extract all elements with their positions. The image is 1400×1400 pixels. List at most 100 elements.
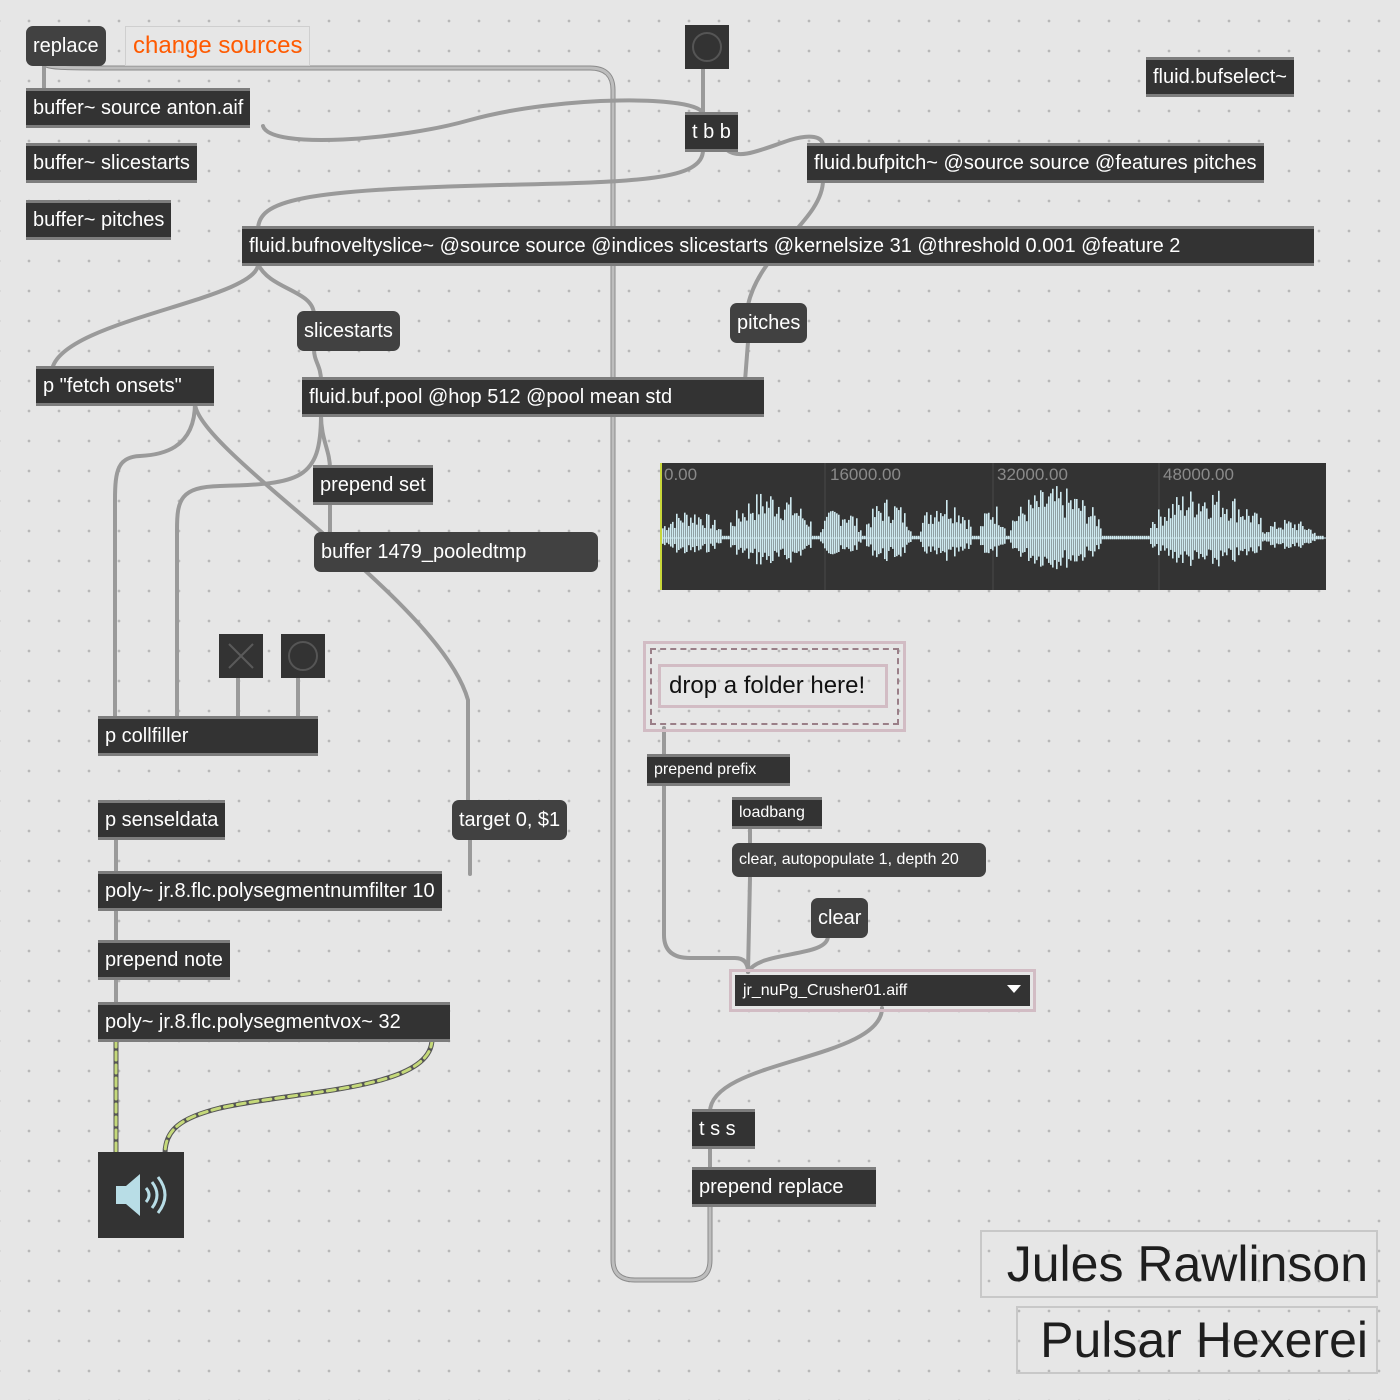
waveform-sample — [1024, 514, 1026, 552]
waveform-sample — [1130, 535, 1132, 540]
waveform-sample — [962, 516, 964, 551]
waveform-sample — [1152, 521, 1154, 548]
waveform-sample — [1032, 508, 1034, 556]
buffer-source-object[interactable]: buffer~ source anton.aif — [26, 88, 251, 128]
prepend-prefix-object[interactable]: prepend prefix — [647, 754, 790, 786]
ruler-label-3: 48000.00 — [1163, 465, 1234, 484]
waveform-sample — [838, 514, 840, 552]
waveform-sample — [1028, 499, 1030, 561]
waveform-sample — [1206, 508, 1208, 556]
slicestarts-message[interactable]: slicestarts — [297, 311, 400, 351]
waveform-sample — [1304, 529, 1306, 544]
waveform-sample — [684, 512, 686, 554]
poly-numfilter-object[interactable]: poly~ jr.8.flc.polysegmentnumfilter 10 — [98, 871, 442, 911]
target-message[interactable]: target 0, $1 — [452, 800, 568, 840]
dropfile-zone[interactable]: drop a folder here! — [643, 641, 906, 732]
waveform-sample — [792, 515, 794, 552]
waveform-sample — [1154, 523, 1156, 547]
waveform-sample — [832, 510, 834, 555]
waveform-sample — [1294, 524, 1296, 547]
waveform-sample — [1144, 535, 1146, 540]
waveform-sample — [880, 512, 882, 554]
waveform-sample — [882, 520, 884, 549]
waveform-sample — [972, 535, 974, 540]
prepend-set-object[interactable]: prepend set — [313, 465, 433, 505]
cable — [746, 934, 830, 974]
waveform-sample — [970, 526, 972, 545]
waveform-sample — [1260, 517, 1262, 551]
waveform-sample — [1272, 526, 1274, 545]
waveform-sample — [868, 523, 870, 547]
waveform-sample — [1312, 533, 1314, 541]
senseldata-subpatch[interactable]: p senseldata — [98, 800, 226, 840]
toggle-x-icon — [228, 643, 254, 669]
waveform-sample — [1158, 509, 1160, 556]
waveform-sample — [1060, 491, 1062, 566]
waveform-sample — [1262, 532, 1264, 542]
waveform-sample — [682, 522, 684, 548]
buffer-pitches-object[interactable]: buffer~ pitches — [26, 200, 172, 240]
bufpitch-object[interactable]: fluid.bufpitch~ @source source @features… — [807, 143, 1264, 183]
waveform-sample — [1222, 507, 1224, 557]
waveform-sample — [1044, 506, 1046, 557]
waveform-sample — [824, 520, 826, 549]
waveform-sample — [1030, 504, 1032, 558]
pitches-message[interactable]: pitches — [730, 303, 808, 343]
waveform-sample — [1094, 515, 1096, 552]
waveform-sample — [740, 521, 742, 548]
waveform-sample — [1266, 532, 1268, 542]
waveform-sample — [968, 519, 970, 549]
waveform-sample — [772, 499, 774, 561]
bang-button[interactable] — [685, 25, 729, 69]
waveform-sample — [774, 516, 776, 551]
waveform-sample — [1038, 507, 1040, 557]
waveform-sample — [1194, 517, 1196, 551]
waveform-sample — [1198, 503, 1200, 559]
waveform-sample — [1256, 513, 1258, 553]
waveform-sample — [1120, 535, 1122, 540]
prepend-note-object[interactable]: prepend note — [98, 940, 230, 980]
bufselect-object[interactable]: fluid.bufselect~ — [1146, 57, 1294, 97]
waveform-sample — [1236, 522, 1238, 548]
waveform-sample — [1018, 516, 1020, 552]
loadbang-object[interactable]: loadbang — [732, 797, 822, 829]
cable — [256, 262, 316, 317]
waveform-sample — [1242, 516, 1244, 552]
collfiller-subpatch[interactable]: p collfiller — [98, 716, 318, 756]
prepend-replace-object[interactable]: prepend replace — [692, 1167, 876, 1207]
clear-autopopulate-message[interactable]: clear, autopopulate 1, depth 20 — [732, 843, 986, 877]
waveform-sample — [946, 500, 948, 561]
bang-button-2[interactable] — [281, 634, 325, 678]
waveform-sample — [1288, 521, 1290, 548]
fetch-onsets-subpatch[interactable]: p "fetch onsets" — [36, 366, 214, 406]
bufpool-object[interactable]: fluid.buf.pool @hop 512 @pool mean std — [302, 377, 764, 417]
replace-message[interactable]: replace — [26, 26, 106, 66]
waveform-sample — [674, 527, 676, 545]
waveform-sample — [1126, 535, 1128, 540]
waveform-sample — [1238, 509, 1240, 556]
trigger-tbb-object[interactable]: t b b — [685, 112, 738, 152]
waveform-display[interactable]: 0.00 16000.00 32000.00 48000.00 — [660, 463, 1326, 590]
waveform-sample — [694, 514, 696, 553]
toggle-button[interactable] — [219, 634, 263, 678]
waveform-sample — [916, 535, 918, 540]
waveform-sample — [1008, 535, 1010, 540]
ezdac-speaker[interactable] — [98, 1152, 184, 1238]
waveform-sample — [1068, 502, 1070, 560]
poly-vox-object[interactable]: poly~ jr.8.flc.polysegmentvox~ 32 — [98, 1002, 450, 1042]
buffer-pooledtmp-object[interactable]: buffer 1479_pooledtmp — [314, 532, 598, 572]
waveform-sample — [1258, 524, 1260, 547]
waveform-sample — [1110, 535, 1112, 540]
waveform-sample — [912, 535, 914, 540]
clear-message[interactable]: clear — [811, 898, 869, 938]
buffer-slicestarts-object[interactable]: buffer~ slicestarts — [26, 143, 197, 183]
bang-circle-icon — [288, 641, 318, 671]
file-umenu[interactable]: jr_nuPg_Crusher01.aiff — [729, 969, 1036, 1012]
waveform-sample — [830, 511, 832, 555]
waveform-sample — [1074, 498, 1076, 562]
trigger-tss-object[interactable]: t s s — [692, 1109, 755, 1149]
waveform-signal — [662, 486, 1324, 570]
noveltyslice-object[interactable]: fluid.bufnoveltyslice~ @source source @i… — [242, 226, 1314, 266]
waveform-sample — [802, 518, 804, 550]
waveform-sample — [1254, 512, 1256, 554]
